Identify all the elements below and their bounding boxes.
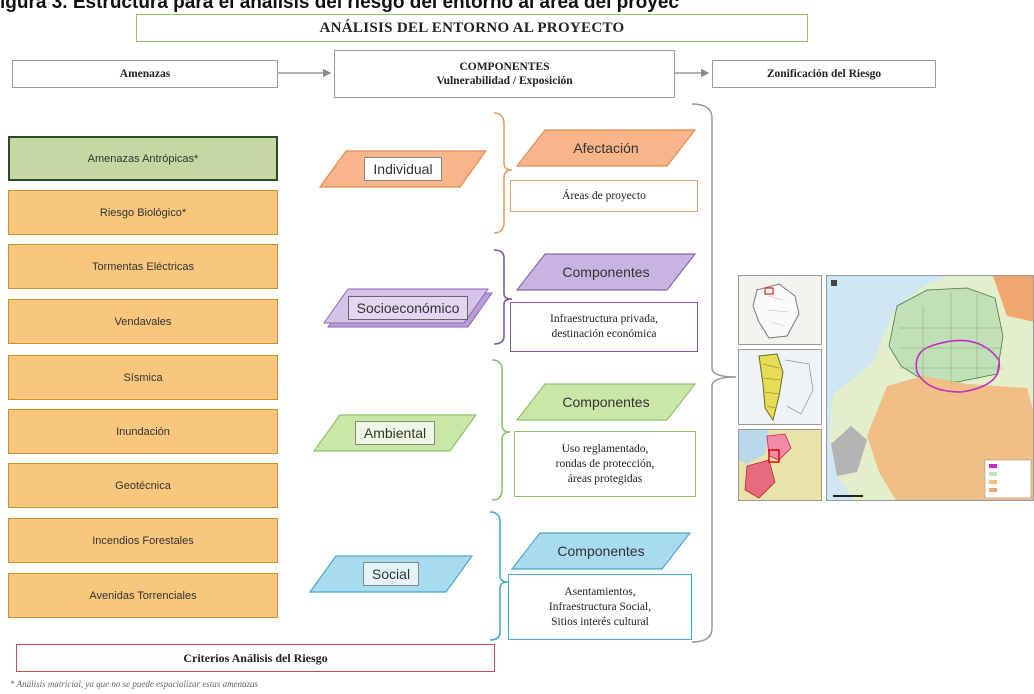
desc-line: Infraestructura privada, bbox=[550, 313, 658, 325]
brace-social bbox=[489, 511, 509, 641]
group-socioeconomico: Socioeconómico bbox=[322, 287, 494, 329]
tag-componentes-socio: Componentes bbox=[515, 252, 697, 292]
tag-componentes-social: Componentes bbox=[510, 531, 692, 571]
threat-box: Avenidas Torrenciales bbox=[8, 573, 278, 618]
parallelogram-shape bbox=[510, 532, 692, 570]
zoning-map-image bbox=[827, 276, 1033, 500]
group-label: Individual bbox=[364, 157, 442, 181]
threat-box: Sísmica bbox=[8, 355, 278, 400]
threat-box: Amenazas Antrópicas* bbox=[8, 136, 278, 181]
zonificacion-header: Zonificación del Riesgo bbox=[712, 60, 936, 88]
tag-label: Componentes bbox=[562, 264, 650, 280]
desc-line: áreas protegidas bbox=[567, 472, 643, 485]
main-zoning-map bbox=[826, 275, 1034, 501]
group-label: Socioeconómico bbox=[347, 296, 469, 320]
brace-socioeconomico bbox=[493, 249, 513, 345]
tag-label: Afectación bbox=[573, 140, 639, 156]
tag-label: Componentes bbox=[557, 543, 645, 559]
desc-line: destinación económica bbox=[551, 328, 657, 340]
group-label: Ambiental bbox=[354, 421, 436, 445]
department-map-image bbox=[758, 353, 814, 422]
group-ambiental: Ambiental bbox=[312, 413, 478, 453]
parallelogram-shape bbox=[515, 129, 697, 167]
parallelogram-shape bbox=[515, 253, 697, 291]
figure-caption: igura 3. Estructura para el análisis del… bbox=[0, 0, 679, 13]
municipality-map-image bbox=[739, 430, 821, 500]
parallelogram-shape bbox=[515, 383, 697, 421]
desc-line: Infraestructura Social, bbox=[548, 600, 652, 613]
desc-line: rondas de protección, bbox=[555, 457, 655, 470]
desc-ambiental: Uso reglamentado, rondas de protección, … bbox=[514, 431, 696, 497]
desc-individual: Áreas de proyecto bbox=[510, 180, 698, 212]
inset-map-country bbox=[738, 275, 822, 345]
group-social: Social bbox=[308, 554, 474, 594]
desc-social: Asentamientos, Infraestructura Social, S… bbox=[508, 574, 692, 640]
desc-line: Asentamientos, bbox=[564, 585, 636, 598]
tag-afectacion: Afectación bbox=[515, 128, 697, 168]
componentes-subtitle: Vulnerabilidad / Exposición bbox=[436, 75, 573, 87]
threat-box: Vendavales bbox=[8, 299, 278, 344]
componentes-header: COMPONENTES Vulnerabilidad / Exposición bbox=[334, 50, 675, 98]
threat-box: Incendios Forestales bbox=[8, 518, 278, 563]
threat-box: Tormentas Eléctricas bbox=[8, 244, 278, 289]
tag-componentes-ambiental: Componentes bbox=[515, 382, 697, 422]
desc-socioeconomico: Infraestructura privada, destinación eco… bbox=[510, 302, 698, 352]
group-label: Social bbox=[362, 562, 420, 586]
desc-line: Uso reglamentado, bbox=[561, 442, 649, 455]
threat-box: Riesgo Biológico* bbox=[8, 190, 278, 235]
country-map-image bbox=[752, 283, 800, 339]
componentes-title: COMPONENTES bbox=[459, 61, 550, 73]
criteria-box: Criterios Análisis del Riesgo bbox=[16, 644, 495, 672]
brace-ambiental bbox=[491, 359, 511, 501]
brace-all bbox=[691, 103, 737, 643]
group-individual: Individual bbox=[318, 149, 488, 189]
amenazas-header: Amenazas bbox=[12, 60, 278, 88]
tag-label: Componentes bbox=[562, 394, 650, 410]
footnote: * Análisis matricial, ya que no se puede… bbox=[10, 679, 259, 689]
inset-map-municipality bbox=[738, 429, 822, 501]
desc-line: Sitios interés cultural bbox=[551, 615, 649, 628]
threat-box: Geotécnica bbox=[8, 463, 278, 508]
inset-map-department bbox=[738, 349, 822, 425]
brace-individual bbox=[493, 112, 513, 234]
threat-box: Inundación bbox=[8, 409, 278, 454]
diagram-title: ANÁLISIS DEL ENTORNO AL PROYECTO bbox=[136, 14, 808, 42]
